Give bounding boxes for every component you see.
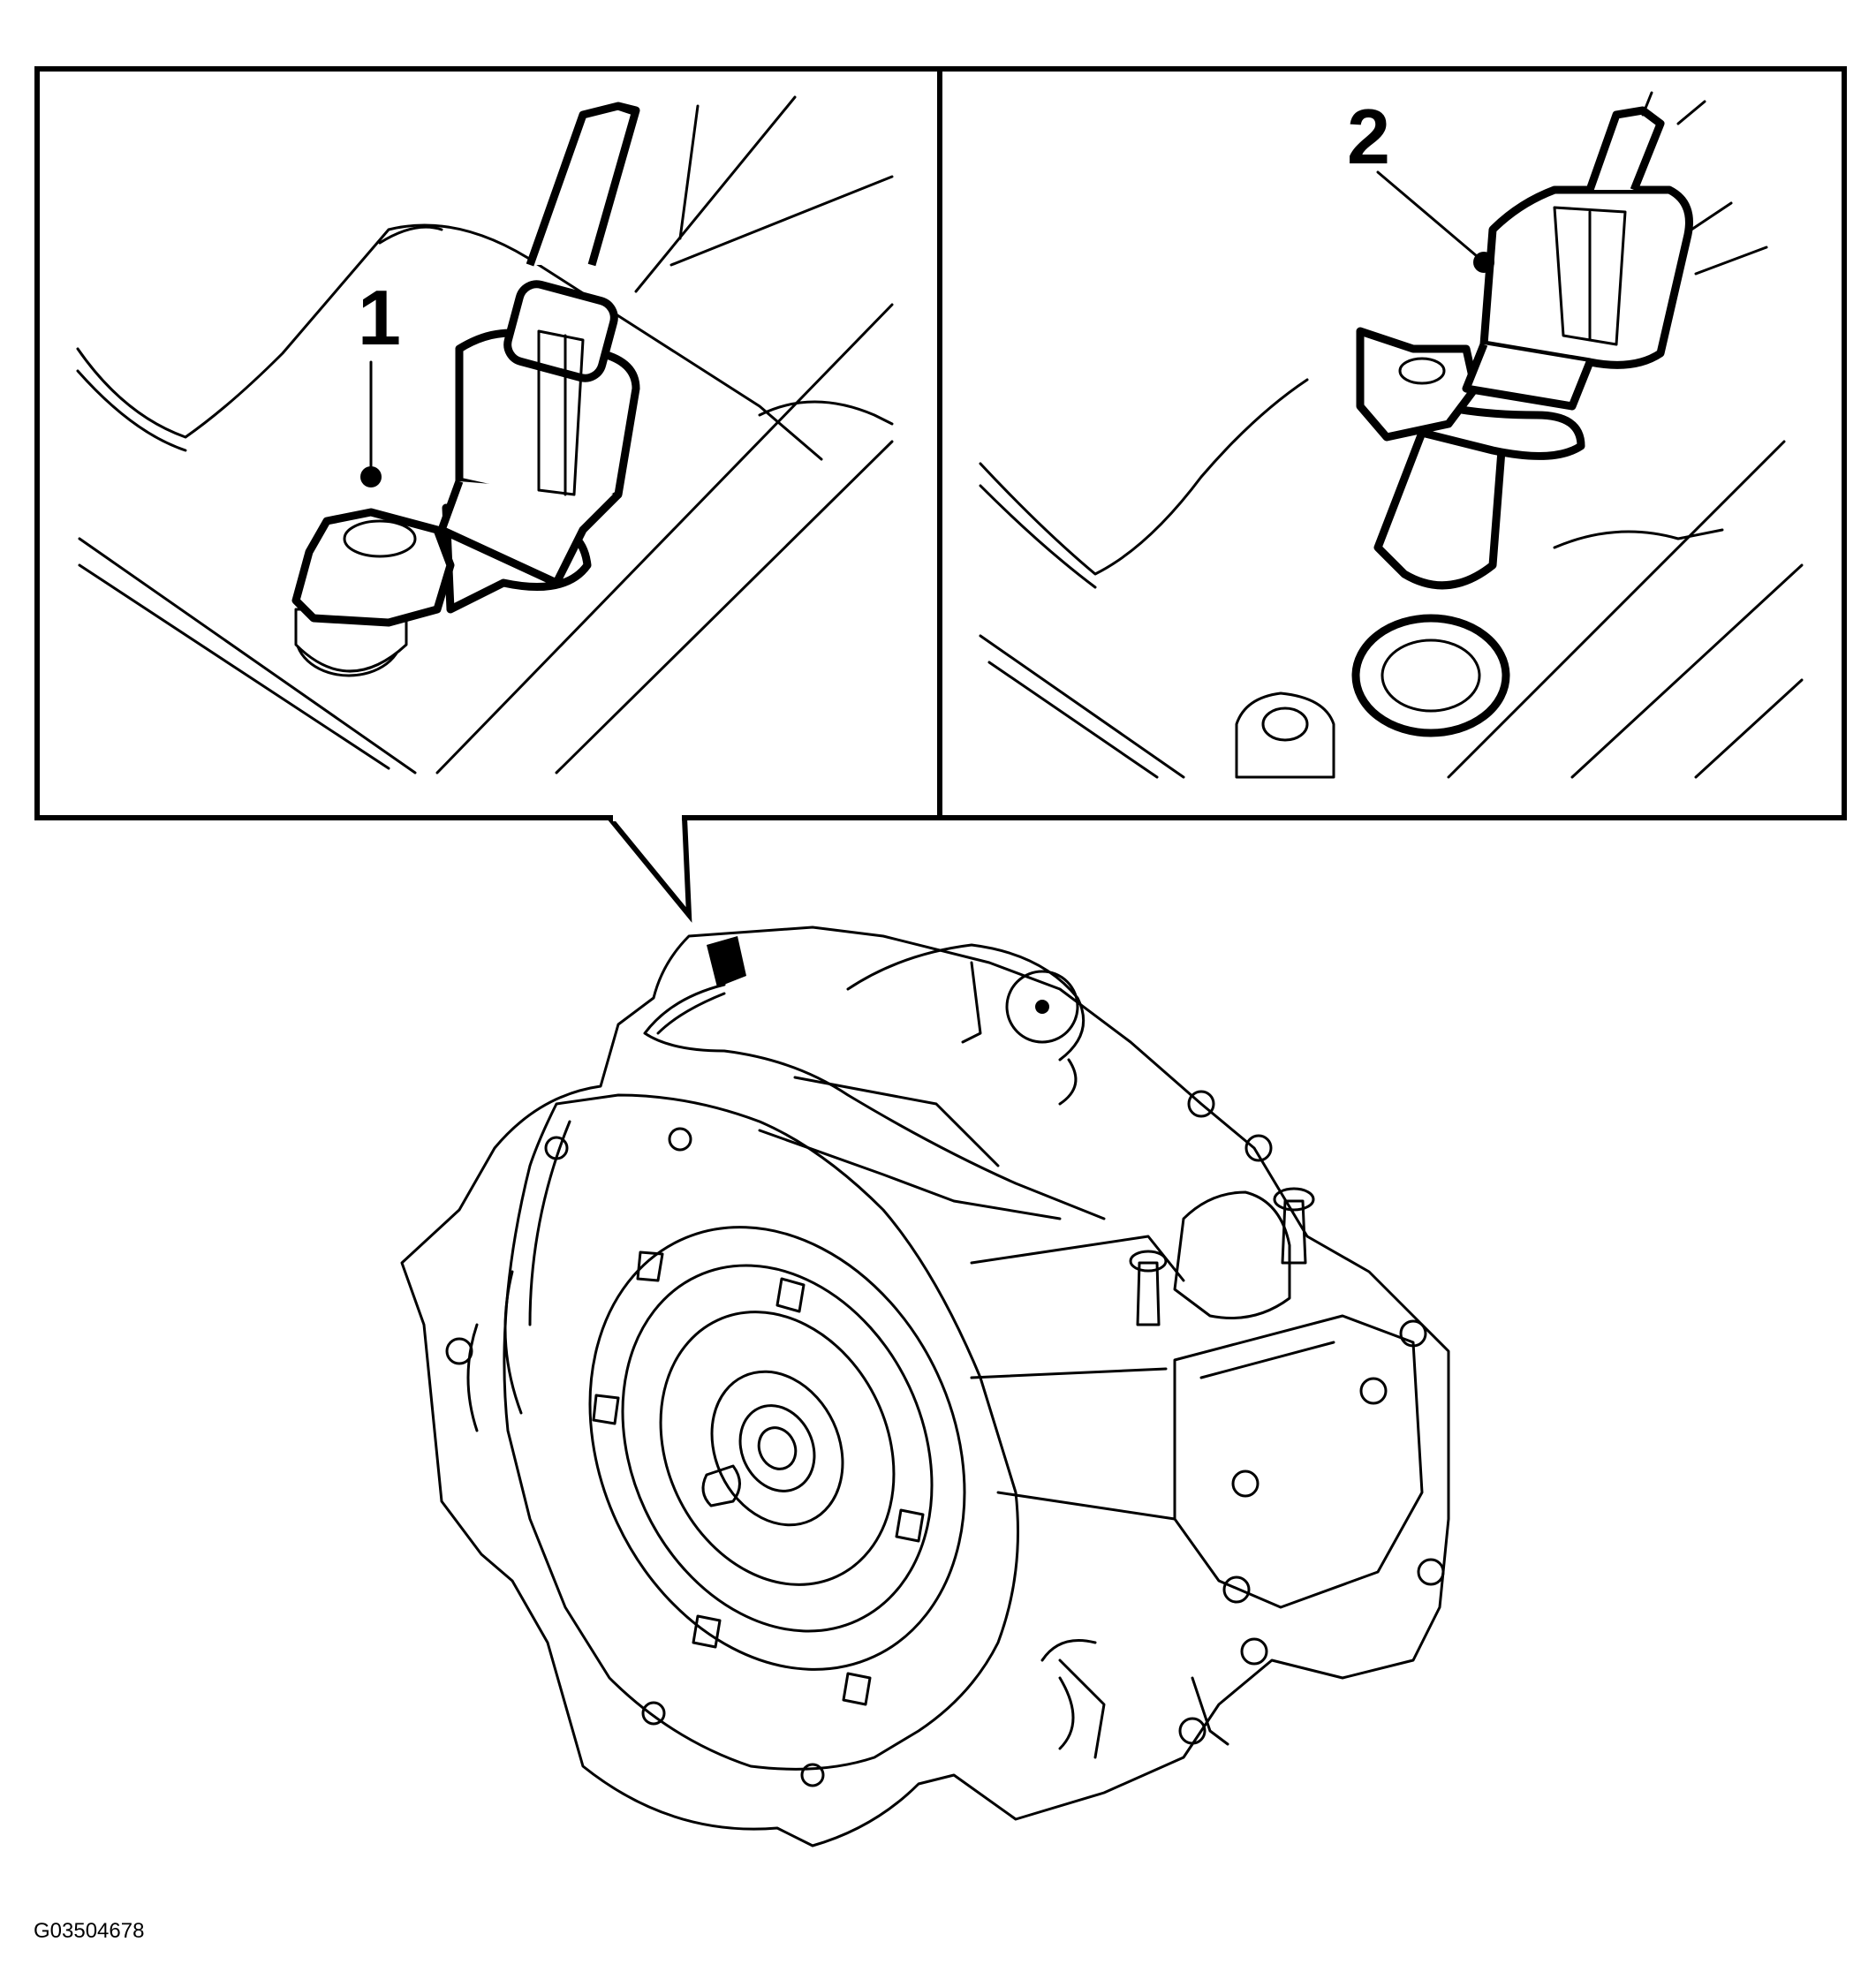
figure-id: G03504678 (34, 1919, 144, 1943)
callout-1: 1 (358, 274, 401, 487)
transaxle-overview (400, 926, 1450, 1847)
panel-left-sensor-installed (76, 95, 894, 774)
inset-frame (34, 66, 1847, 923)
callout-1-label: 1 (358, 274, 401, 361)
callout-2: 2 (1347, 93, 1494, 273)
panel-right-sensor-removed (979, 91, 1804, 779)
callout-2-label: 2 (1347, 93, 1390, 180)
